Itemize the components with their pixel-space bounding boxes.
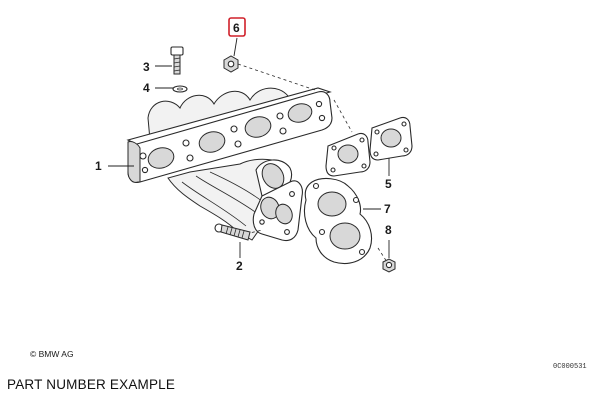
callout-3[interactable]: 3 (143, 60, 150, 74)
callout-2[interactable]: 2 (236, 259, 243, 273)
callouts: 1 2 3 4 5 6 7 8 (95, 17, 392, 273)
callout-4[interactable]: 4 (143, 81, 150, 95)
washer-4 (172, 85, 188, 93)
outlet-gasket (303, 177, 373, 265)
drawing-code: 0C000531 (553, 363, 587, 371)
callout-8[interactable]: 8 (385, 223, 392, 237)
callout-7[interactable]: 7 (384, 202, 391, 216)
bolt-3 (170, 46, 184, 75)
nut-6 (223, 55, 239, 73)
stud-2 (214, 223, 251, 241)
manifold-gaskets (325, 116, 413, 177)
callout-1[interactable]: 1 (95, 159, 102, 173)
callout-5[interactable]: 5 (385, 177, 392, 191)
caption: PART NUMBER EXAMPLE (7, 377, 176, 392)
hex-nut-8 (382, 258, 396, 273)
callout-6-highlight (228, 17, 246, 37)
callout-6[interactable]: 6 (233, 21, 240, 35)
copyright-notice: © BMW AG (30, 349, 74, 359)
exhaust-manifold (126, 87, 333, 242)
